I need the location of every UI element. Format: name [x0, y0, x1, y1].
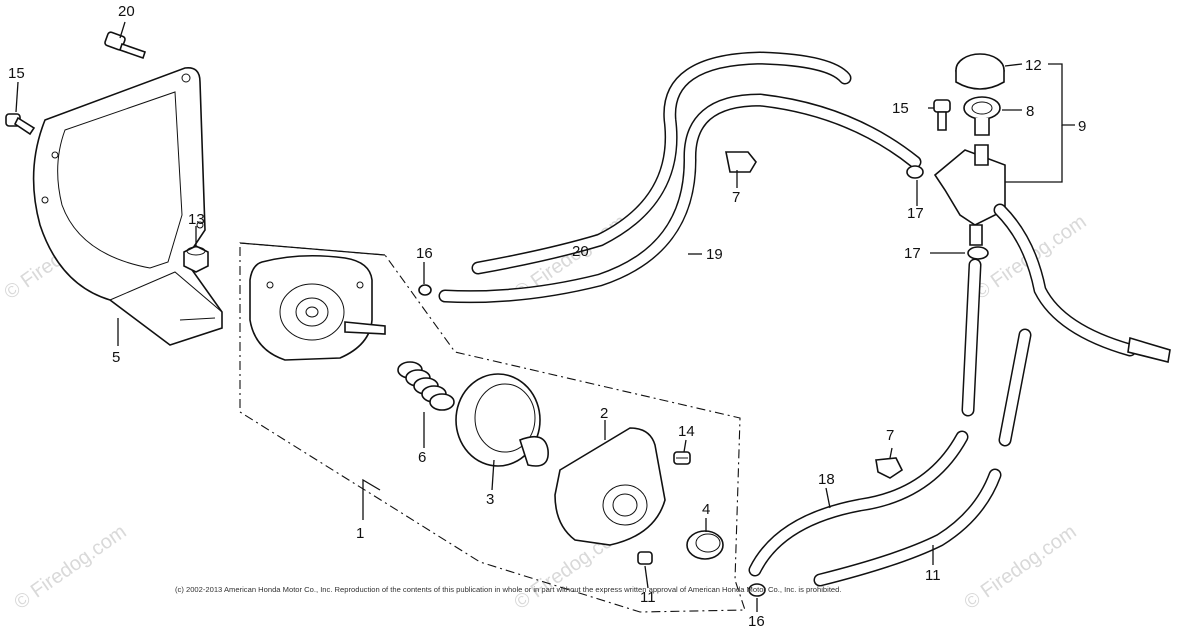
- bolt-15-right-part: [933, 99, 951, 131]
- callout-9: 9: [1078, 118, 1086, 135]
- callout-1: 1: [356, 525, 364, 542]
- callout-4: 4: [702, 501, 710, 518]
- leader-lines: [15, 21, 1075, 612]
- clamp-17-part: [906, 165, 989, 260]
- hose-vertical-part: [961, 258, 1032, 447]
- callout-15-right: 15: [892, 100, 909, 117]
- hose-19-20-part: [438, 51, 922, 304]
- callout-11-bottom: 11: [640, 589, 656, 606]
- callout-16-top: 16: [416, 245, 433, 262]
- callout-labels: 20 15 13 5 6 3 2 14 4 1 16 20 19 7 17 15…: [8, 3, 1086, 630]
- assembly-outline: [239, 242, 746, 613]
- clip-16-bottom-part: [748, 583, 766, 597]
- callout-20-top: 20: [118, 3, 135, 20]
- callout-15-left: 15: [8, 65, 25, 82]
- spring-part: [397, 361, 455, 411]
- screw-14-part: [673, 451, 691, 465]
- callout-3: 3: [486, 491, 494, 508]
- callout-14: 14: [678, 423, 695, 440]
- callout-17-mid: 17: [904, 245, 921, 262]
- callout-20-hose: 20: [572, 243, 589, 260]
- pump-cover-part: [249, 254, 386, 361]
- watermark-3: © Firedog.com: [10, 521, 130, 614]
- callout-17-top: 17: [907, 205, 924, 222]
- hose-18-11-part: [748, 430, 1002, 587]
- screw-11-part: [637, 551, 653, 565]
- cap-4-part: [686, 530, 724, 560]
- callout-8: 8: [1026, 103, 1034, 120]
- callout-12: 12: [1025, 57, 1042, 74]
- bolt-20-part: [104, 31, 147, 60]
- clamp-7-bottom-part: [875, 457, 904, 479]
- nut-13-part: [183, 245, 209, 273]
- cover-plate-part: [32, 66, 223, 346]
- callout-19: 19: [706, 246, 723, 263]
- callout-11-right: 11: [925, 567, 941, 584]
- callout-7-bottom: 7: [886, 427, 894, 444]
- callout-6: 6: [418, 449, 426, 466]
- callout-18: 18: [818, 471, 835, 488]
- callout-13: 13: [188, 211, 205, 228]
- callout-2: 2: [600, 405, 608, 422]
- callout-5: 5: [112, 349, 120, 366]
- callout-7-top: 7: [732, 189, 740, 206]
- fuel-filter-assembly-part: [933, 53, 1171, 363]
- copyright-notice: (c) 2002-2013 American Honda Motor Co., …: [175, 585, 842, 594]
- pump-body-part: [554, 427, 666, 546]
- clip-16-top-part: [418, 284, 432, 296]
- watermark-6: © Firedog.com: [960, 521, 1080, 614]
- bolt-15-left-part: [5, 113, 36, 136]
- clamp-7-top-part: [725, 151, 757, 173]
- callout-16-bottom: 16: [748, 613, 765, 630]
- diaphragm-part: [455, 373, 549, 467]
